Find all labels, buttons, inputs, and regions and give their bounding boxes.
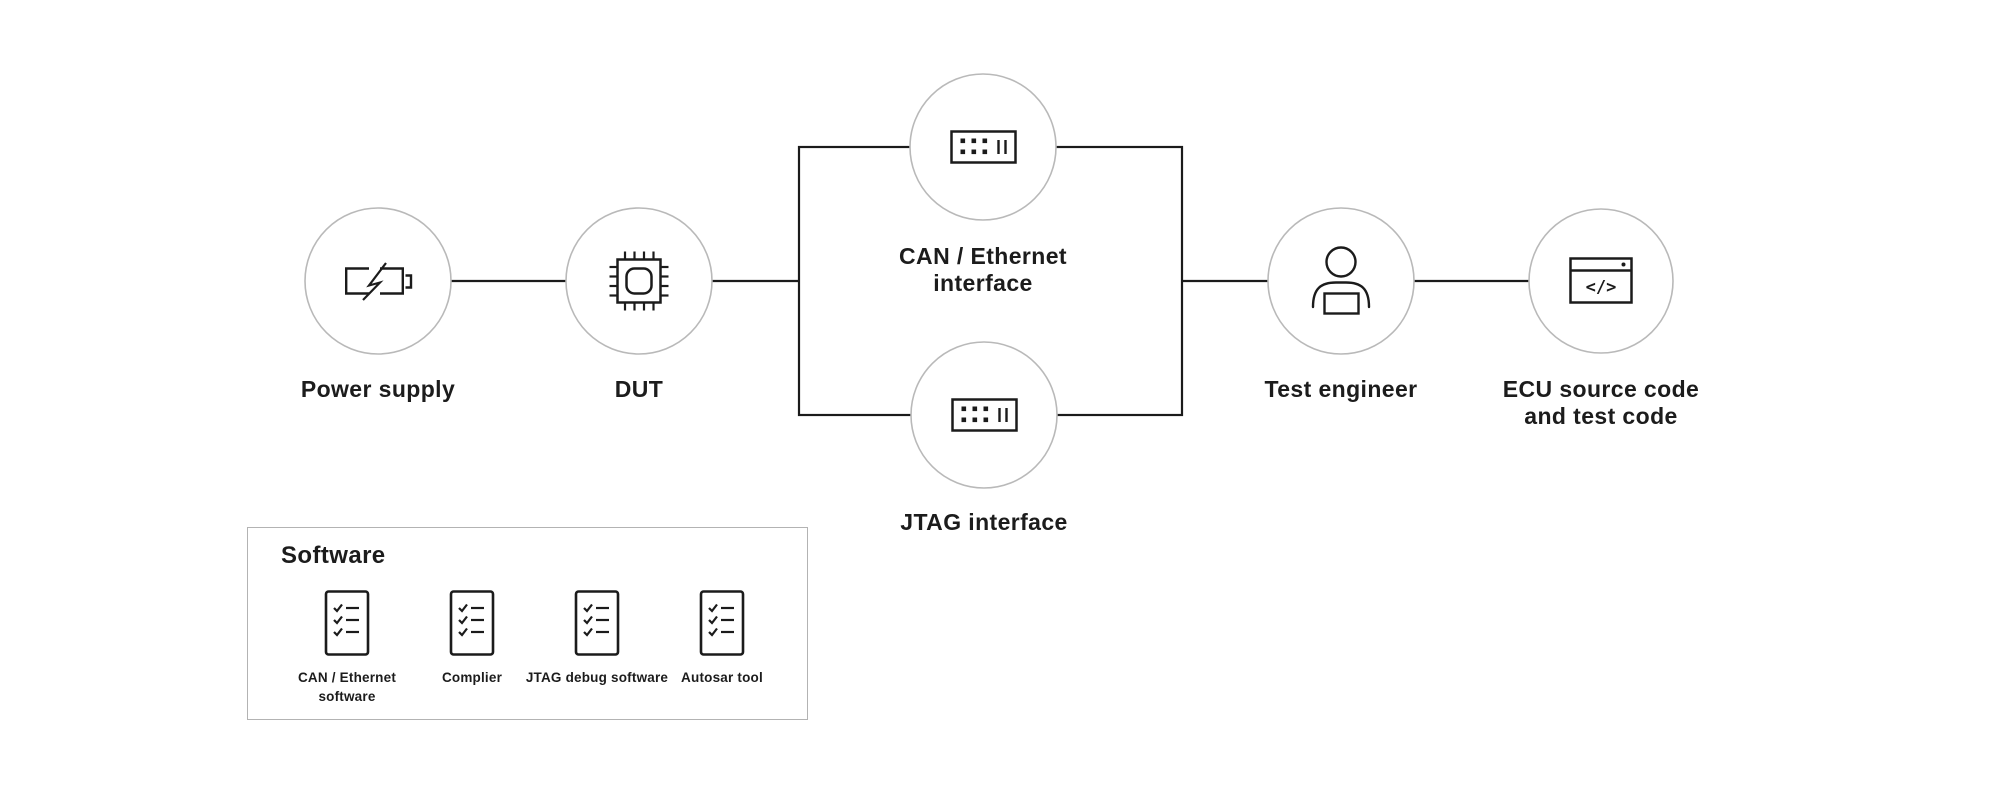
connector-port-icon (950, 130, 1017, 164)
checklist-document-icon (449, 590, 495, 656)
software-panel-title: Software (281, 542, 386, 569)
node-circles (304, 73, 1674, 489)
person-laptop-icon (1311, 246, 1371, 315)
battery-charging-icon (345, 262, 413, 301)
dut-circle (565, 207, 713, 355)
checklist-document-icon (574, 590, 620, 656)
software-item-label: JTAG debug software (525, 670, 669, 685)
software-item: Autosar tool (647, 590, 797, 688)
checklist-document-icon (324, 590, 370, 656)
node-label-power-supply: Power supply (300, 376, 456, 402)
node-label-jtag-interface: JTAG interface (900, 509, 1068, 535)
power-supply-circle (304, 207, 452, 355)
jtag-circle (910, 341, 1058, 489)
chip-icon (609, 251, 669, 311)
software-item: Complier (397, 590, 547, 688)
checklist-document-icon (699, 590, 745, 656)
can-ethernet-circle (909, 73, 1057, 221)
software-item-label: Complier (441, 670, 503, 685)
node-label-test-engineer: Test engineer (1264, 376, 1418, 402)
software-item-label: CAN / Ethernet software (297, 670, 397, 704)
software-item: CAN / Ethernet software (272, 590, 422, 707)
ecu-circle (1528, 208, 1674, 354)
software-item: JTAG debug software (522, 590, 672, 688)
connector-port-icon (951, 398, 1018, 432)
node-label-dut: DUT (614, 376, 664, 402)
code-glyph: </> (1586, 278, 1617, 298)
node-label-ecu-source-code: ECU source code and test code (1502, 376, 1700, 429)
test-engineer-circle (1267, 207, 1415, 355)
software-panel: Software CAN / Ethernet software (247, 527, 808, 720)
software-item-label: Autosar tool (681, 670, 763, 685)
node-label-can-ethernet-interface: CAN / Ethernet interface (899, 243, 1067, 296)
code-window-icon: </> (1569, 257, 1633, 304)
